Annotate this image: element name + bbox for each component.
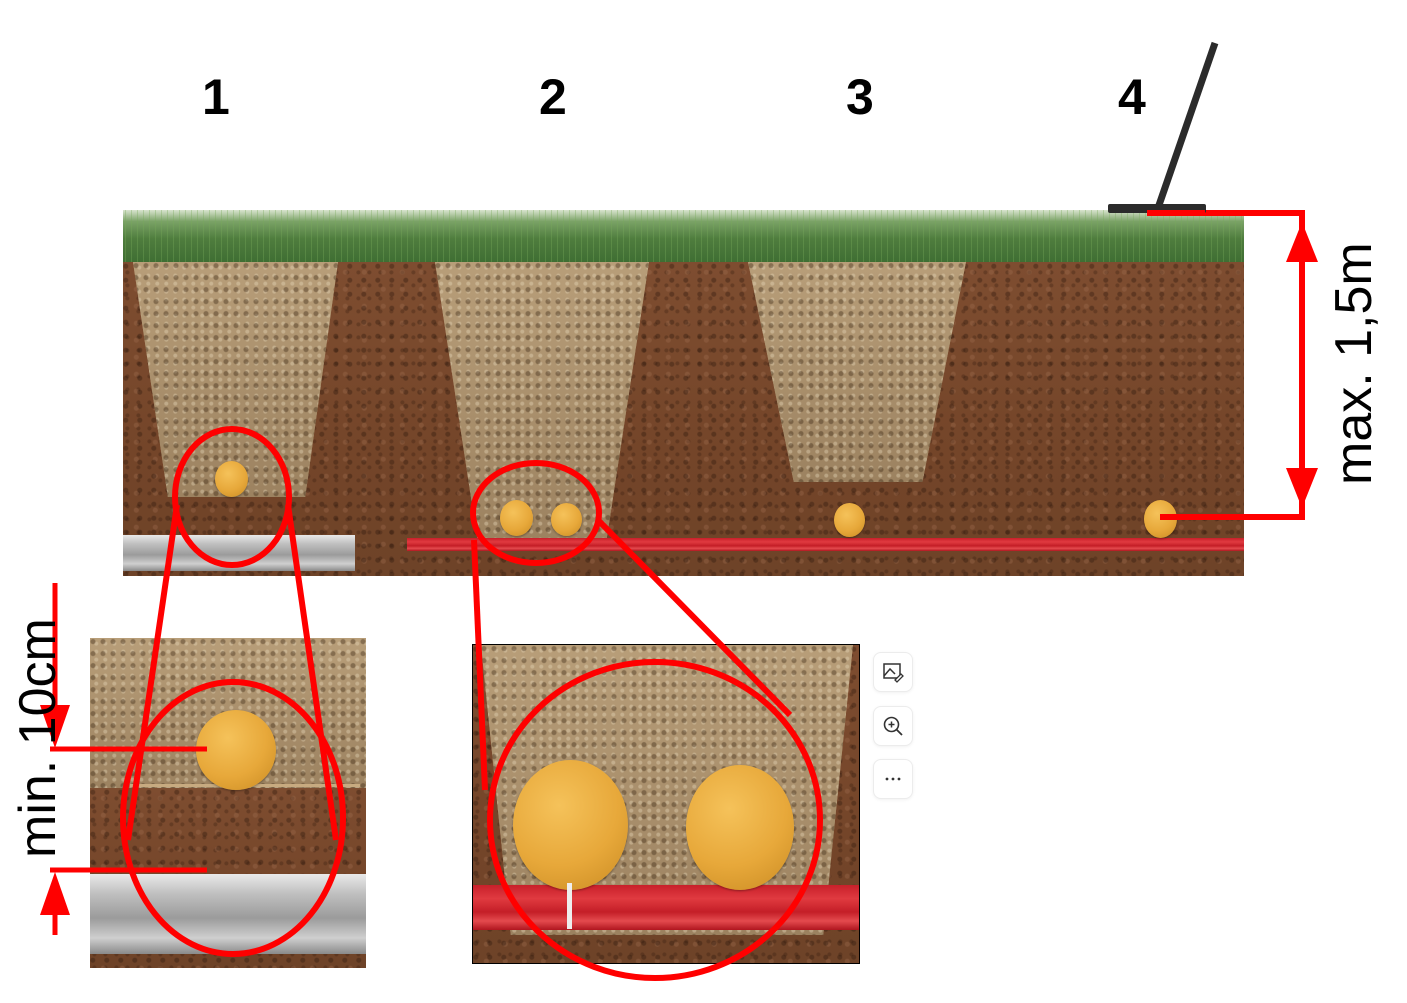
arrow-up-max [1286, 222, 1318, 262]
marker-ball-1 [215, 461, 248, 497]
edit-image-button[interactable] [873, 652, 913, 692]
grey-pipe [123, 535, 355, 571]
ellipsis-icon [885, 777, 901, 781]
marker-ball-3 [834, 503, 865, 537]
ground-cross-section [123, 210, 1244, 576]
detail-inset-2 [472, 644, 860, 964]
zoom-in-button[interactable] [873, 706, 913, 746]
marker-ball-2b [551, 503, 582, 536]
inset-2-marker-ball-left [513, 760, 628, 890]
arrow-down-max [1286, 468, 1318, 508]
more-options-button[interactable] [873, 759, 913, 799]
arrow-up-min [40, 872, 70, 915]
red-pipe [407, 538, 1244, 551]
locator-shaft [1154, 41, 1219, 210]
inset-1-marker-ball [196, 710, 276, 790]
scenario-number-2: 2 [539, 69, 567, 125]
marker-ball-2a [500, 500, 533, 536]
zoom-in-icon [883, 716, 903, 736]
inset-1-grey-pipe [90, 874, 366, 954]
marker-ball-4 [1144, 500, 1177, 538]
image-edit-icon [883, 663, 904, 683]
inset-2-marker-ball-right [686, 765, 794, 890]
trench-1 [133, 262, 338, 497]
inset-2-red-pipe [473, 885, 859, 930]
detail-inset-1 [90, 638, 366, 968]
min-distance-label: min. 10cm [9, 618, 67, 858]
inset-2-cable-tie [567, 883, 572, 929]
scenario-number-1: 1 [202, 69, 230, 125]
grass-layer [123, 210, 1244, 262]
scenario-number-3: 3 [846, 69, 874, 125]
scenario-number-4: 4 [1118, 69, 1146, 125]
max-depth-label: max. 1,5m [1325, 242, 1383, 485]
